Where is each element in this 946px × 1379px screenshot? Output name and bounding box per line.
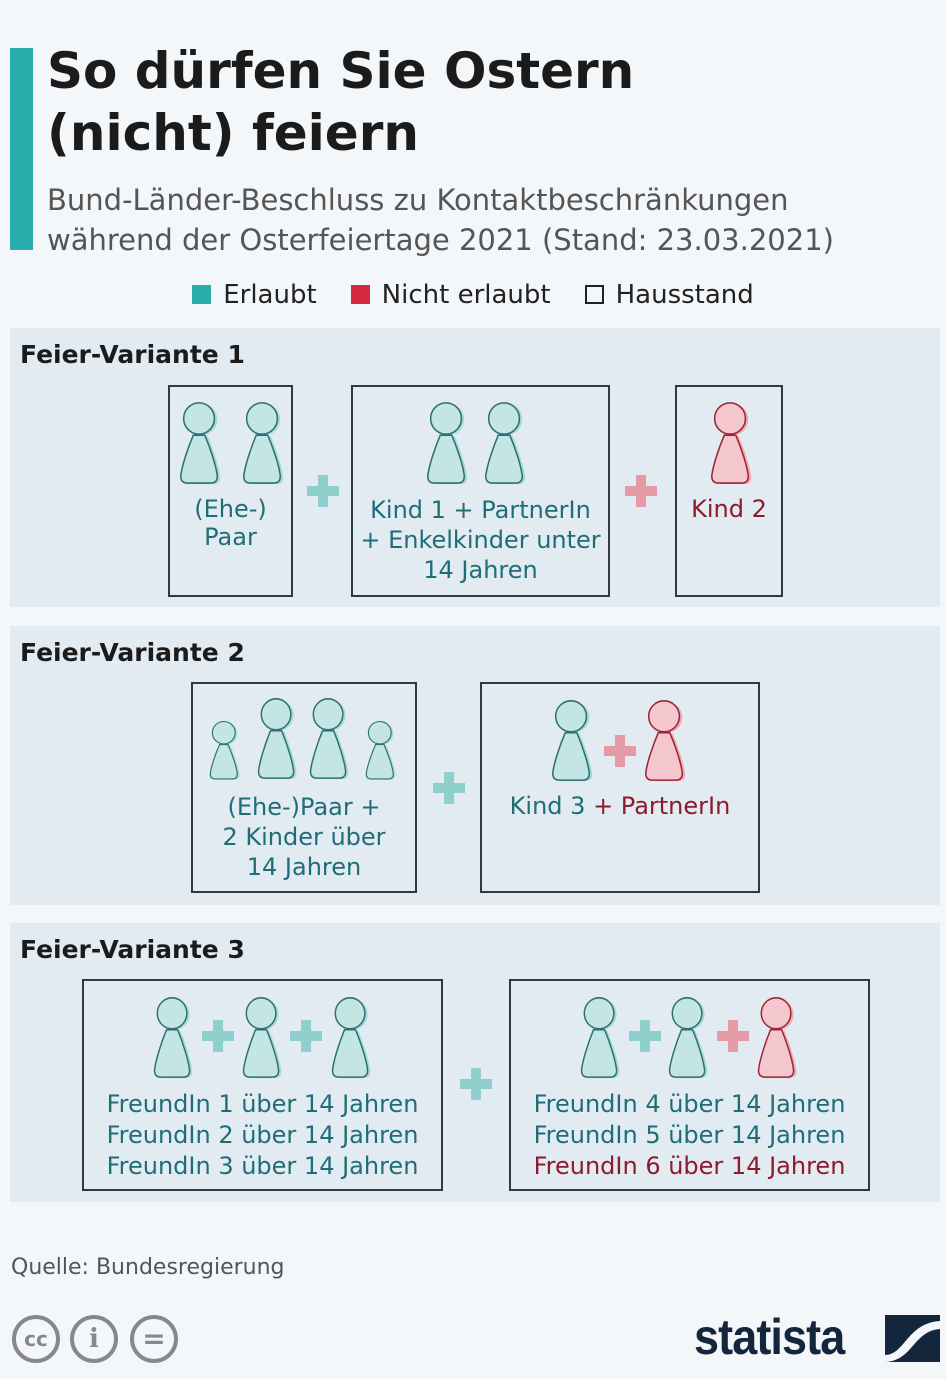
label-child3: Kind 3 + PartnerIn <box>509 792 731 820</box>
cc-nd-icon[interactable]: = <box>130 1315 178 1363</box>
box-swatch-icon <box>584 285 604 304</box>
person-allowed-icon <box>253 694 301 781</box>
person-allowed-icon <box>422 398 472 486</box>
statista-logo[interactable]: statista <box>694 1309 845 1365</box>
household-box <box>675 385 783 597</box>
person-allowed-icon <box>480 398 530 486</box>
variant-3-title: Feier-Variante 3 <box>20 935 245 964</box>
person-allowed-icon <box>327 993 375 1080</box>
legend: Erlaubt Nicht erlaubt Hausstand <box>0 280 946 310</box>
plus-icon <box>307 475 339 507</box>
person-not-allowed-icon <box>640 696 690 783</box>
label-child2: Kind 2 <box>691 495 767 523</box>
plus-icon <box>604 735 636 767</box>
plus-icon <box>202 1020 234 1052</box>
household-box <box>191 682 417 893</box>
household-box <box>82 979 443 1191</box>
person-allowed-icon <box>238 398 288 486</box>
plus-icon <box>717 1020 749 1052</box>
variant-2-title: Feier-Variante 2 <box>20 638 245 667</box>
subtitle: Bund-Länder-Beschluss zu Kontaktbeschrän… <box>47 183 834 257</box>
variant-2-panel <box>10 626 940 905</box>
statista-logo-icon <box>885 1315 940 1362</box>
red-swatch-icon <box>350 285 370 304</box>
plus-icon <box>629 1020 661 1052</box>
plus-icon <box>460 1068 492 1100</box>
legend-household: Hausstand <box>584 280 754 310</box>
source-text: Quelle: Bundesregierung <box>11 1255 285 1280</box>
person-allowed-icon <box>305 694 353 781</box>
page-title: So dürfen Sie Ostern(nicht) feiern <box>47 42 635 162</box>
legend-allowed: Erlaubt <box>192 280 317 310</box>
household-box <box>351 385 610 597</box>
household-box <box>509 979 870 1191</box>
variant-1-title: Feier-Variante 1 <box>20 340 245 369</box>
person-allowed-icon <box>664 993 712 1080</box>
person-allowed-icon <box>175 398 225 486</box>
person-allowed-icon <box>206 718 243 781</box>
cc-by-icon[interactable]: i <box>70 1315 118 1363</box>
cc-license-icon[interactable]: cc <box>12 1315 60 1363</box>
label-couple: (Ehe-)Paar <box>194 495 267 551</box>
person-allowed-icon <box>362 718 399 781</box>
accent-bar <box>10 48 33 250</box>
plus-icon <box>625 475 657 507</box>
person-not-allowed-icon <box>706 398 756 486</box>
person-allowed-icon <box>238 993 286 1080</box>
person-allowed-icon <box>547 696 597 783</box>
person-not-allowed-icon <box>753 993 801 1080</box>
person-allowed-icon <box>149 993 197 1080</box>
plus-icon <box>290 1020 322 1052</box>
legend-not-allowed: Nicht erlaubt <box>350 280 551 310</box>
plus-icon <box>433 772 465 804</box>
teal-swatch-icon <box>192 285 212 304</box>
household-box <box>168 385 293 597</box>
person-allowed-icon <box>576 993 624 1080</box>
household-box <box>480 682 760 893</box>
variant-1-panel <box>10 328 940 607</box>
